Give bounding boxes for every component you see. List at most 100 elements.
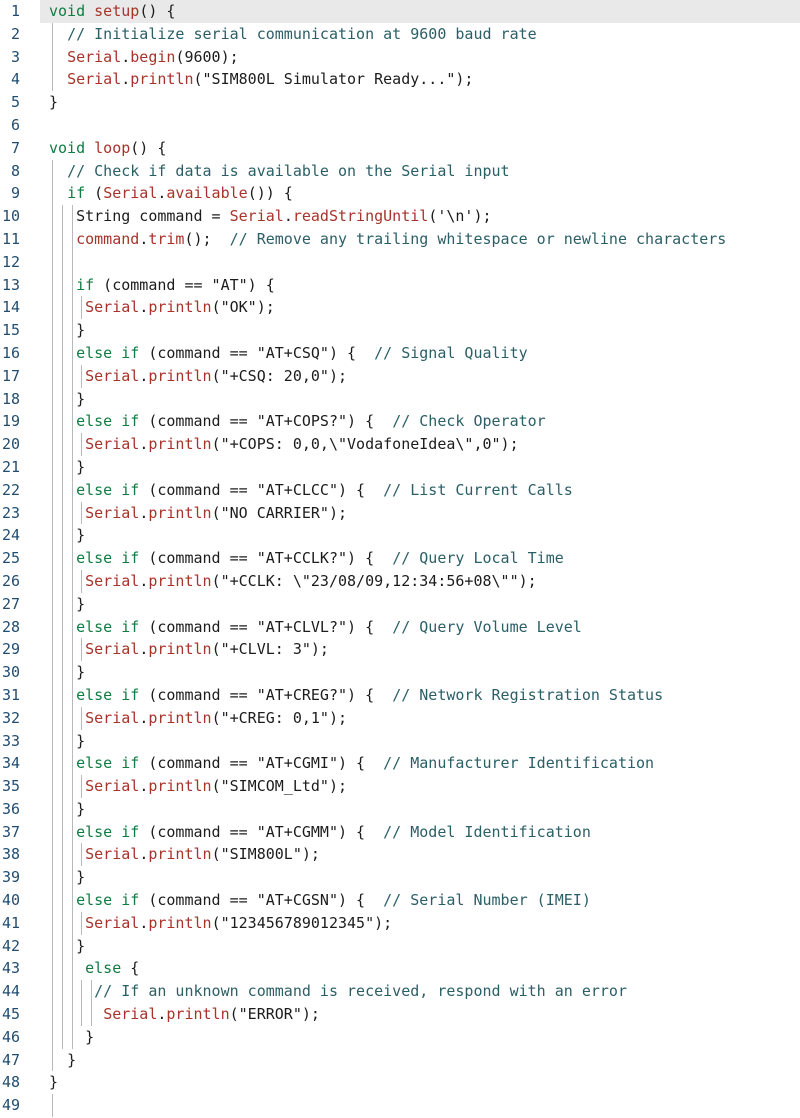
code-line[interactable]: 27 }	[0, 592, 800, 616]
code-line[interactable]: 13 if (command == "AT") {	[0, 273, 800, 297]
code-text[interactable]: }	[49, 456, 85, 479]
line-number[interactable]: 34	[1, 754, 20, 773]
code-text[interactable]: Serial.println("NO CARRIER");	[49, 502, 347, 525]
line-number[interactable]: 14	[1, 298, 20, 317]
code-line[interactable]: 33 }	[0, 729, 800, 753]
code-line[interactable]: 43 else {	[0, 957, 800, 981]
line-number[interactable]: 7	[10, 138, 20, 157]
line-number[interactable]: 1	[10, 2, 20, 20]
code-line[interactable]: 40 else if (command == "AT+CGSN") { // S…	[0, 889, 800, 912]
code-text[interactable]: String command = Serial.readStringUntil(…	[49, 205, 491, 228]
code-line[interactable]: 9 if (Serial.available()) {	[0, 182, 800, 206]
code-text[interactable]: else if (command == "AT+COPS?") { // Che…	[49, 410, 546, 433]
code-text[interactable]: else if (command == "AT+CSQ") { // Signa…	[49, 342, 528, 365]
line-number[interactable]: 13	[1, 275, 20, 294]
code-line[interactable]: 7 void loop() {	[0, 137, 800, 160]
line-number[interactable]: 2	[10, 24, 20, 43]
code-text[interactable]: Serial.println("SIMCOM_Ltd");	[49, 775, 347, 798]
code-line[interactable]: 6	[0, 114, 800, 137]
code-line[interactable]: 20 Serial.println("+COPS: 0,0,\"Vodafone…	[0, 433, 800, 456]
code-text[interactable]: Serial.println("+CSQ: 20,0");	[49, 365, 347, 388]
line-number[interactable]: 20	[1, 435, 20, 454]
code-text[interactable]: // Initialize serial communication at 96…	[49, 23, 537, 46]
line-number[interactable]: 32	[1, 708, 20, 727]
code-line[interactable]: 23 Serial.println("NO CARRIER");	[0, 501, 800, 525]
code-line[interactable]: 41 Serial.println("123456789012345");	[0, 911, 800, 935]
line-number[interactable]: 9	[10, 184, 20, 203]
code-line[interactable]: 30 }	[0, 661, 800, 684]
code-line[interactable]: 39 }	[0, 866, 800, 890]
line-number[interactable]: 24	[1, 526, 20, 545]
code-text[interactable]: else if (command == "AT+CCLK?") { // Que…	[49, 547, 564, 570]
code-text[interactable]: }	[49, 91, 58, 114]
code-text[interactable]: Serial.println("123456789012345");	[49, 912, 392, 935]
code-line[interactable]: 11 command.trim(); // Remove any trailin…	[0, 227, 800, 251]
code-line[interactable]: 42 }	[0, 934, 800, 958]
code-line[interactable]: 26 Serial.println("+CCLK: \"23/08/09,12:…	[0, 569, 800, 593]
code-line[interactable]: 5}	[0, 91, 800, 114]
code-text[interactable]: if (command == "AT") {	[49, 274, 275, 297]
code-line[interactable]: 16 else if (command == "AT+CSQ") { // Si…	[0, 341, 800, 365]
code-text[interactable]: }	[49, 661, 85, 684]
line-number[interactable]: 28	[1, 617, 20, 636]
line-number[interactable]: 48	[1, 1073, 20, 1092]
line-number[interactable]: 49	[1, 1096, 20, 1115]
code-text[interactable]: command.trim(); // Remove any trailing w…	[49, 228, 726, 251]
code-text[interactable]: }	[49, 866, 85, 889]
code-text[interactable]: else if (command == "AT+CGMM") { // Mode…	[49, 821, 591, 844]
code-text[interactable]: Serial.println("+CCLK: \"23/08/09,12:34:…	[49, 570, 537, 593]
code-line[interactable]: 36 }	[0, 797, 800, 821]
code-line[interactable]: 49	[0, 1094, 800, 1118]
code-text[interactable]: // If an unknown command is received, re…	[49, 980, 627, 1003]
code-line[interactable]: 2 // Initialize serial communication at …	[0, 22, 800, 46]
line-number[interactable]: 45	[1, 1005, 20, 1024]
line-number[interactable]: 25	[1, 549, 20, 568]
code-line[interactable]: 28 else if (command == "AT+CLVL?") { // …	[0, 615, 800, 639]
code-line[interactable]: 29 Serial.println("+CLVL: 3");	[0, 638, 800, 662]
code-line[interactable]: 35 Serial.println("SIMCOM_Ltd");	[0, 775, 800, 798]
code-line[interactable]: 37 else if (command == "AT+CGMM") { // M…	[0, 820, 800, 844]
line-number[interactable]: 15	[1, 321, 20, 340]
line-number[interactable]: 31	[1, 685, 20, 704]
line-number[interactable]: 4	[10, 70, 20, 89]
line-number[interactable]: 42	[1, 936, 20, 955]
code-text[interactable]: }	[49, 388, 85, 411]
code-text[interactable]: // Check if data is available on the Ser…	[49, 160, 510, 183]
code-text[interactable]: else if (command == "AT+CLVL?") { // Que…	[49, 616, 582, 639]
code-text[interactable]: Serial.println("OK");	[49, 296, 275, 319]
code-text[interactable]: Serial.println("SIM800L Simulator Ready.…	[49, 68, 473, 91]
line-number[interactable]: 26	[1, 571, 20, 590]
line-number[interactable]: 41	[1, 913, 20, 932]
code-text[interactable]: Serial.println("SIM800L");	[49, 843, 320, 866]
line-number[interactable]: 35	[1, 777, 20, 796]
code-text[interactable]: Serial.println("ERROR");	[49, 1003, 320, 1026]
line-number[interactable]: 46	[1, 1027, 20, 1046]
code-line[interactable]: 19 else if (command == "AT+COPS?") { // …	[0, 410, 800, 434]
line-number[interactable]: 17	[1, 366, 20, 385]
code-line[interactable]: 8 // Check if data is available on the S…	[0, 159, 800, 183]
line-number[interactable]: 36	[1, 799, 20, 818]
code-text[interactable]: void loop() {	[49, 137, 166, 160]
code-line[interactable]: 44 // If an unknown command is received,…	[0, 980, 800, 1004]
line-number[interactable]: 5	[10, 93, 20, 112]
code-text[interactable]: }	[49, 730, 85, 753]
code-line[interactable]: 12	[0, 250, 800, 274]
code-text[interactable]: Serial.println("+CREG: 0,1");	[49, 707, 347, 730]
line-number[interactable]: 44	[1, 982, 20, 1001]
code-line[interactable]: 3 Serial.begin(9600);	[0, 45, 800, 69]
line-number[interactable]: 6	[10, 115, 20, 134]
code-line[interactable]: 22 else if (command == "AT+CLCC") { // L…	[0, 478, 800, 502]
line-number[interactable]: 23	[1, 503, 20, 522]
code-line[interactable]: 17 Serial.println("+CSQ: 20,0");	[0, 364, 800, 388]
line-number[interactable]: 30	[1, 663, 20, 682]
code-text[interactable]: }	[49, 1026, 94, 1049]
line-number[interactable]: 16	[1, 343, 20, 362]
code-line[interactable]: 15 }	[0, 319, 800, 342]
code-line[interactable]: 38 Serial.println("SIM800L");	[0, 843, 800, 867]
code-text[interactable]: Serial.println("+CLVL: 3");	[49, 638, 329, 661]
code-line[interactable]: 18 }	[0, 387, 800, 411]
line-number[interactable]: 22	[1, 480, 20, 499]
code-line[interactable]: 46 }	[0, 1025, 800, 1049]
line-number[interactable]: 39	[1, 868, 20, 887]
